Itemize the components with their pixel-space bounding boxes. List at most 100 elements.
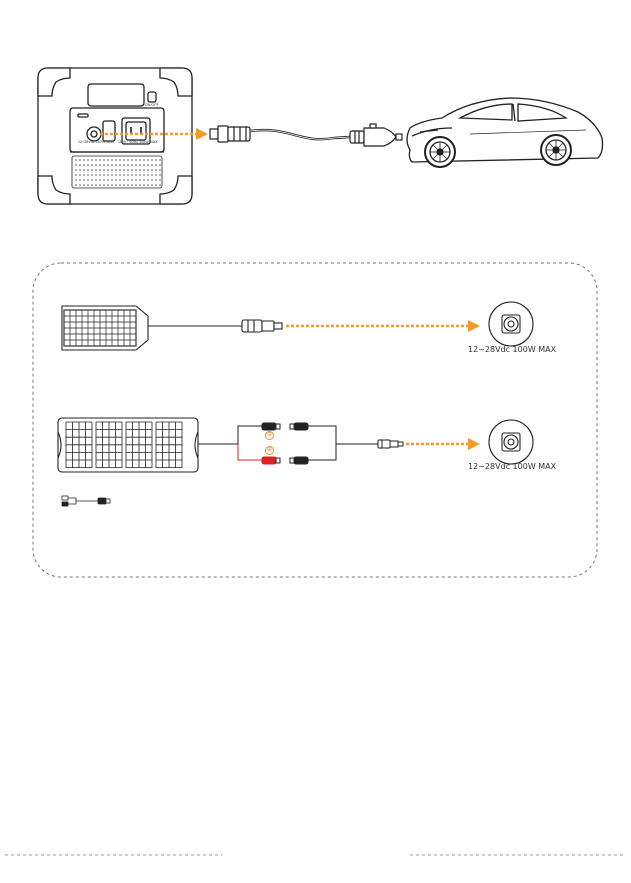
vent-hole (103, 179, 105, 181)
arrow-head-solar-1 (468, 320, 480, 332)
vent-hole (75, 184, 77, 186)
ac-output-port-label: 110V~ 60Hz 300W MAX (118, 140, 158, 144)
vent-hole (95, 159, 97, 161)
vent-hole (111, 179, 113, 181)
vent-hole (143, 159, 145, 161)
vent-hole (115, 174, 117, 176)
vent-hole (83, 179, 85, 181)
vent-hole (83, 164, 85, 166)
vent-hole (99, 184, 101, 186)
vent-hole (99, 159, 101, 161)
vent-hole (119, 164, 121, 166)
vent-hole (95, 184, 97, 186)
on-off-label: ON/OFF (145, 103, 159, 107)
vent-hole (87, 164, 89, 166)
vent-hole (155, 174, 157, 176)
vent-hole (151, 164, 153, 166)
vent-hole (127, 174, 129, 176)
vent-hole (107, 179, 109, 181)
vent-hole (123, 164, 125, 166)
vent-hole (139, 184, 141, 186)
vent-hole (87, 179, 89, 181)
vent-hole (151, 169, 153, 171)
vent-hole (147, 174, 149, 176)
vent-hole (159, 169, 161, 171)
adapter-wire-top (308, 426, 336, 444)
vent-hole (151, 159, 153, 161)
vent-hole (123, 169, 125, 171)
vent-hole (139, 174, 141, 176)
vent-hole (147, 169, 149, 171)
vent-hole (151, 179, 153, 181)
vent-hole (99, 174, 101, 176)
negative-polarity-icon: ⊖ (265, 431, 274, 440)
vent-hole (83, 169, 85, 171)
vent-hole (83, 174, 85, 176)
vent-hole (155, 169, 157, 171)
dc-input-port-label: 12~28Vdc 100W MAX (78, 140, 114, 144)
mc4-wire-negative (238, 426, 262, 444)
vent-hole (139, 169, 141, 171)
arrow-head-solar-2 (468, 438, 480, 450)
vent-hole (155, 179, 157, 181)
vent-hole (103, 174, 105, 176)
vent-hole (123, 159, 125, 161)
vent-hole (87, 169, 89, 171)
vent-hole (119, 169, 121, 171)
car-icon (407, 98, 603, 167)
solar-rating-label-1: 12~28Vdc 100W MAX (468, 345, 556, 354)
vent-hole (159, 179, 161, 181)
vent-hole (135, 184, 137, 186)
vent-hole (123, 174, 125, 176)
vent-hole (115, 169, 117, 171)
vent-hole (119, 159, 121, 161)
solar-rating-label-2: 12~28Vdc 100W MAX (468, 462, 556, 471)
vent-hole (87, 174, 89, 176)
mc4-adapter-cable-small-icon (62, 496, 110, 506)
vent-hole (123, 184, 125, 186)
vent-hole (115, 159, 117, 161)
vent-hole (159, 164, 161, 166)
vent-hole (127, 179, 129, 181)
vent-hole (139, 159, 141, 161)
vent-hole (79, 174, 81, 176)
vent-hole (111, 164, 113, 166)
vent-hole (103, 169, 105, 171)
vent-hole (75, 179, 77, 181)
vent-hole (111, 169, 113, 171)
vent-hole (115, 179, 117, 181)
power-station-icon (38, 68, 192, 204)
vent-hole (135, 174, 137, 176)
vent-hole (127, 169, 129, 171)
car-charger-cable-icon (210, 124, 402, 146)
vent-hole (119, 174, 121, 176)
vent-hole (131, 174, 133, 176)
vent-hole (159, 174, 161, 176)
vent-hole (143, 174, 145, 176)
vent-hole (127, 184, 129, 186)
vent-hole (127, 164, 129, 166)
vent-hole (107, 184, 109, 186)
vent-hole (127, 159, 129, 161)
vent-hole (99, 169, 101, 171)
vent-hole (155, 164, 157, 166)
vent-hole (75, 164, 77, 166)
vent-hole (123, 179, 125, 181)
vent-hole (147, 159, 149, 161)
vent-hole (95, 164, 97, 166)
vent-hole (139, 164, 141, 166)
vent-hole (91, 164, 93, 166)
vent-hole (159, 184, 161, 186)
vent-hole (131, 159, 133, 161)
vent-hole (91, 179, 93, 181)
vent-hole (151, 184, 153, 186)
mc4-adapter-icon (262, 423, 308, 464)
vent-hole (135, 169, 137, 171)
vent-hole (139, 179, 141, 181)
vent-hole (119, 179, 121, 181)
vent-hole (95, 174, 97, 176)
vent-hole (143, 179, 145, 181)
positive-polarity-icon: ⊕ (265, 446, 274, 455)
vent-hole (91, 159, 93, 161)
vent-hole (79, 184, 81, 186)
